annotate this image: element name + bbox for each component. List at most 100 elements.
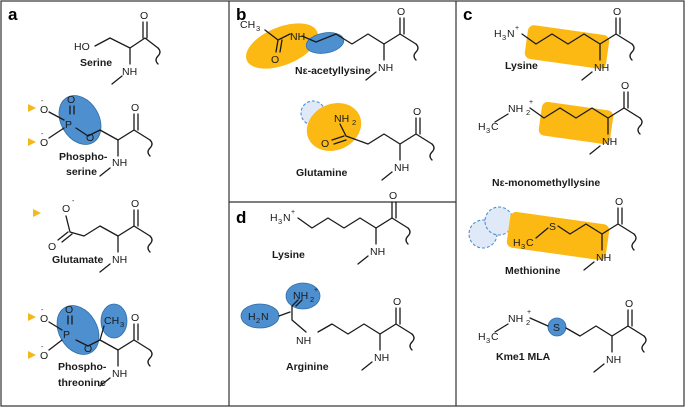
- phosphothreonine-o-label: O: [131, 312, 139, 324]
- glutamine-bonds: [339, 123, 433, 145]
- monomethyllysine-amine-bond: [589, 117, 609, 155]
- lysine-d-n-label: N: [283, 212, 291, 224]
- lysine-d-wave: [405, 227, 411, 245]
- phosphothreonine-carbonyl: [133, 323, 139, 341]
- phosphoserine-o-bridge: O: [86, 132, 94, 144]
- arginine-h-label: H: [248, 311, 256, 323]
- phosphoserine-arrow-top: [28, 104, 36, 112]
- acetyllysine-nh-side: NH: [290, 31, 305, 43]
- glutamine-o-label: O: [413, 106, 421, 118]
- arginine-nh2plus-highlight: [285, 282, 321, 310]
- lysine-c-structure: H 3 N + O NH Lysine: [494, 6, 635, 81]
- phosphothreonine-nh-label: NH: [112, 368, 127, 380]
- acetyllysine-o-amide: O: [271, 54, 279, 66]
- kme1mla-wave: [641, 335, 647, 353]
- phosphothreonine-blue-highlight: [56, 305, 100, 355]
- arginine-nh2-label: NH: [293, 290, 308, 302]
- phosphoserine-o-double: O: [67, 94, 75, 106]
- glutamate-amine-bond: [99, 235, 119, 273]
- arginine-amine-bond: [361, 333, 381, 371]
- panel-letter-a: a: [8, 5, 18, 24]
- phosphothreonine-name-line2: threonine: [58, 377, 106, 389]
- monomethyllysine-h-sub: 3: [486, 126, 490, 135]
- monomethyllysine-h-label: H: [478, 121, 486, 133]
- phosphothreonine-o-double: O: [65, 304, 73, 316]
- methionine-orange-highlight: [506, 211, 610, 261]
- acetyllysine-carbonyl: [399, 17, 405, 35]
- phosphothreonine-minus-top: -: [41, 307, 44, 314]
- methionine-o-label: O: [615, 196, 623, 208]
- kme1mla-sulfur-highlight: [547, 317, 567, 337]
- phosphothreonine-arrow-top: [28, 313, 36, 321]
- kme1mla-carbonyl: [627, 309, 633, 327]
- acetyllysine-ch-sub: 3: [256, 24, 260, 33]
- lysine-d-carbonyl: [391, 201, 397, 219]
- serine-ho-label: HO: [74, 41, 90, 53]
- phosphoserine-blue-highlight: [58, 95, 102, 145]
- acetyllysine-o-label: O: [397, 6, 405, 18]
- monomethyllysine-plus: +: [529, 99, 533, 106]
- arginine-bonds: [278, 299, 413, 335]
- acetyllysine-name: Nε-acetyllysine: [295, 65, 371, 77]
- arginine-nh-label: NH: [374, 352, 389, 364]
- glutamine-structure: NH 2 O O NH Glutamine: [296, 100, 435, 181]
- glutamate-structure: O - O O NH Glutamate: [33, 198, 153, 273]
- acetyllysine-structure: CH 3 O NH O NH Nε-acetyllysine: [240, 6, 419, 81]
- acetyllysine-bonds: [264, 29, 417, 53]
- kme1mla-h-label: H: [478, 331, 486, 343]
- arginine-name: Arginine: [286, 361, 329, 373]
- phosphoserine-name-line2: serine: [66, 166, 97, 178]
- glutamate-o-minus: O: [62, 203, 70, 215]
- serine-wave: [155, 47, 161, 65]
- lysine-d-name: Lysine: [272, 249, 305, 261]
- arginine-nh-bridge: NH: [296, 335, 311, 347]
- lysine-c-n-label: N: [507, 28, 515, 40]
- phosphothreonine-bonds: [48, 315, 151, 351]
- methionine-bonds: [535, 223, 635, 239]
- methionine-s-label: S: [549, 221, 556, 233]
- phosphothreonine-arrow-bottom: [28, 351, 36, 359]
- monomethyllysine-nh-sub: 2: [526, 108, 530, 117]
- panel-letter-d: d: [236, 208, 246, 227]
- phosphoserine-wave: [147, 139, 153, 157]
- monomethyllysine-name: Nε-monomethyllysine: [492, 177, 600, 189]
- lysine-d-h-label: H: [270, 212, 278, 224]
- glutamate-carboxyl-double: [57, 231, 73, 243]
- glutamate-nh-label: NH: [112, 254, 127, 266]
- acetyllysine-blue-highlight: [305, 32, 345, 54]
- serine-o-label: O: [140, 10, 148, 22]
- glutamate-wave: [147, 235, 153, 253]
- serine-bonds: [94, 37, 159, 49]
- arginine-h-sub: 2: [256, 316, 260, 325]
- phosphoserine-o-top: O: [40, 104, 48, 116]
- phosphoserine-carbonyl: [133, 113, 139, 131]
- methionine-h-label: H: [513, 237, 521, 249]
- panel-letter-c: c: [463, 5, 472, 24]
- phosphothreonine-ch-label: CH: [104, 315, 119, 327]
- glutamine-orange-highlight: [306, 103, 362, 151]
- phosphothreonine-p-label: P: [63, 329, 70, 341]
- acetyllysine-nh-label: NH: [378, 62, 393, 74]
- lysine-d-nh-label: NH: [370, 246, 385, 258]
- monomethyllysine-structure: H 3 C NH 2 + O NH Nε-monomethyllysine: [478, 80, 643, 189]
- lysine-d-plus: +: [291, 209, 295, 216]
- phosphoserine-structure: O - O - O P O O NH Phospho- serine: [28, 94, 153, 178]
- lysine-d-structure: H 3 N + O NH Lysine: [270, 190, 411, 265]
- methionine-name: Methionine: [505, 265, 561, 277]
- lysine-c-nh-label: NH: [594, 62, 609, 74]
- monomethyllysine-o-label: O: [621, 80, 629, 92]
- glutamine-nh-sub: 2: [352, 118, 356, 127]
- kme1mla-plus: +: [527, 309, 531, 316]
- kme1mla-amine-bond: [593, 335, 613, 373]
- arginine-carbonyl: [395, 307, 401, 325]
- kme1mla-bonds: [494, 317, 645, 337]
- serine-structure: HO O NH Serine: [74, 10, 161, 85]
- glutamate-carbonyl: [133, 209, 139, 227]
- acetyllysine-wave: [413, 43, 419, 61]
- glutamate-minus: -: [72, 198, 75, 205]
- lysine-c-h-label: H: [494, 28, 502, 40]
- acetyllysine-orange-highlight: [246, 23, 318, 69]
- lysine-d-h-sub: 3: [278, 217, 282, 226]
- serine-amine-bond: [111, 47, 131, 85]
